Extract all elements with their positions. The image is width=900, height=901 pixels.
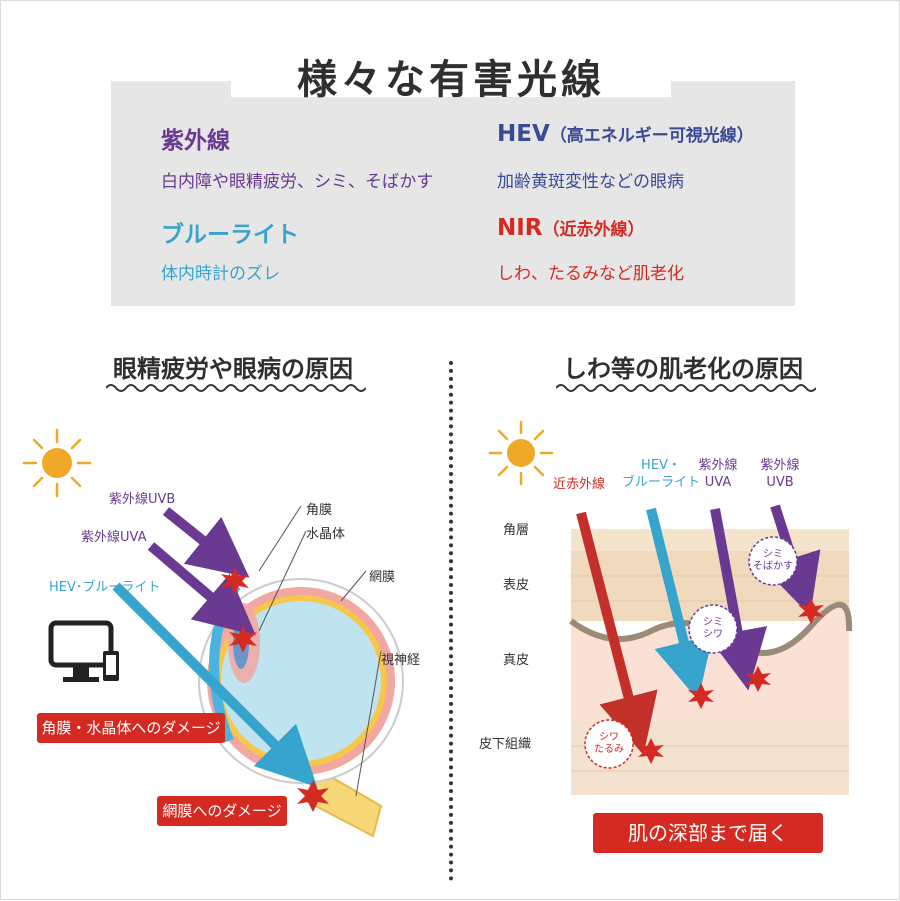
- badge-wrinkles-sagging: [584, 719, 634, 769]
- category-blue-heading: ブルーライト: [161, 222, 299, 248]
- ray-uvb-eye: [162, 507, 250, 578]
- category-uv-heading: 紫外線: [161, 128, 230, 154]
- category-uv-description: 白内障や眼精疲労、シミ、そばかす: [161, 172, 434, 192]
- eye-ray-uva-label: 紫外線UVA: [81, 530, 147, 545]
- eye-ray-hev-label: HEV･ブルーライト: [49, 580, 161, 595]
- burst-skin-uvb: [798, 598, 824, 624]
- ray-hev-skin: [646, 507, 713, 701]
- eye-part-cornea: 角膜: [306, 503, 333, 518]
- badge-wrinkles-sagging-text: シワ たるみ: [594, 732, 624, 755]
- category-hev-description: 加齢黄斑変性などの眼病: [497, 172, 684, 192]
- skin-ray-uvb-label: 紫外線 UVB: [760, 458, 800, 490]
- burst-skin-nir: [638, 738, 664, 764]
- category-nir-description: しわ、たるみなど肌老化: [497, 264, 684, 284]
- category-nir-heading-sub: （近赤外線）: [542, 220, 645, 240]
- eye-damage-banner-retina: 網膜へのダメージ: [157, 796, 287, 826]
- ray-uva-eye: [147, 542, 256, 636]
- ray-hev-eye: [112, 582, 318, 788]
- category-nir-heading-main: NIR: [497, 215, 543, 241]
- sun-icon: [488, 420, 554, 486]
- skin-title-wave: [556, 384, 816, 392]
- skin-layer-dermis: 真皮: [503, 653, 530, 668]
- eye-diagram: [22, 428, 404, 838]
- eye-part-optic-nerve: 視神経: [381, 653, 421, 668]
- page-title: 様々な有害光線: [297, 57, 605, 103]
- eye-part-retina: 網膜: [369, 570, 396, 585]
- badge-spots-wrinkles-text: シミ シワ: [703, 617, 723, 640]
- sun-icon: [22, 428, 92, 498]
- category-hev-heading-sub: （高エネルギー可視光線）: [549, 126, 754, 146]
- burst-skin-hev: [688, 683, 714, 709]
- skin-layer-epidermis: 表皮: [503, 578, 530, 593]
- burst-cornea: [221, 567, 249, 595]
- skin-section-title: しわ等の肌老化の原因: [563, 355, 803, 383]
- eye-section-title: 眼精疲労や眼病の原因: [113, 355, 353, 383]
- badge-spots: [748, 536, 798, 586]
- title-backdrop: [231, 47, 671, 97]
- category-blue-description: 体内時計のズレ: [161, 264, 280, 284]
- burst-skin-uva: [745, 666, 771, 692]
- skin-layer-corneum: 角層: [503, 523, 530, 538]
- section-divider: [449, 361, 453, 881]
- layer-stratum-corneum: [571, 529, 849, 551]
- badge-spots-text: シミ そばかす: [752, 549, 794, 572]
- skin-ray-nir-label: 近赤外線: [553, 477, 606, 492]
- badge-spots-wrinkles: [688, 604, 738, 654]
- skin-diagram: [488, 420, 853, 795]
- eye-title-wave: [106, 384, 366, 392]
- eye-damage-banner-cornea: 角膜・水晶体へのダメージ: [37, 713, 225, 743]
- skin-ray-uva-label: 紫外線 UVA: [698, 458, 738, 490]
- monitor-icon: [48, 620, 119, 682]
- category-hev-heading-main: HEV: [497, 121, 550, 147]
- ray-uva-skin: [708, 508, 768, 691]
- info-box: [111, 81, 795, 306]
- vitreous: [221, 601, 381, 761]
- eye-ray-uvb-label: 紫外線UVB: [109, 492, 176, 507]
- eye-part-lens: 水晶体: [306, 527, 346, 542]
- skin-ray-hev-label: HEV・ ブルーライト: [621, 458, 700, 490]
- skin-depth-banner: 肌の深部まで届く: [593, 813, 823, 853]
- category-nir-heading: NIR（近赤外線）: [497, 215, 645, 241]
- category-hev-heading: HEV（高エネルギー可視光線）: [497, 121, 754, 147]
- burst-lens: [229, 625, 257, 653]
- burst-retina: [297, 780, 329, 812]
- skin-layer-subcutaneous: 皮下組織: [479, 737, 532, 752]
- ray-nir-skin: [576, 511, 658, 756]
